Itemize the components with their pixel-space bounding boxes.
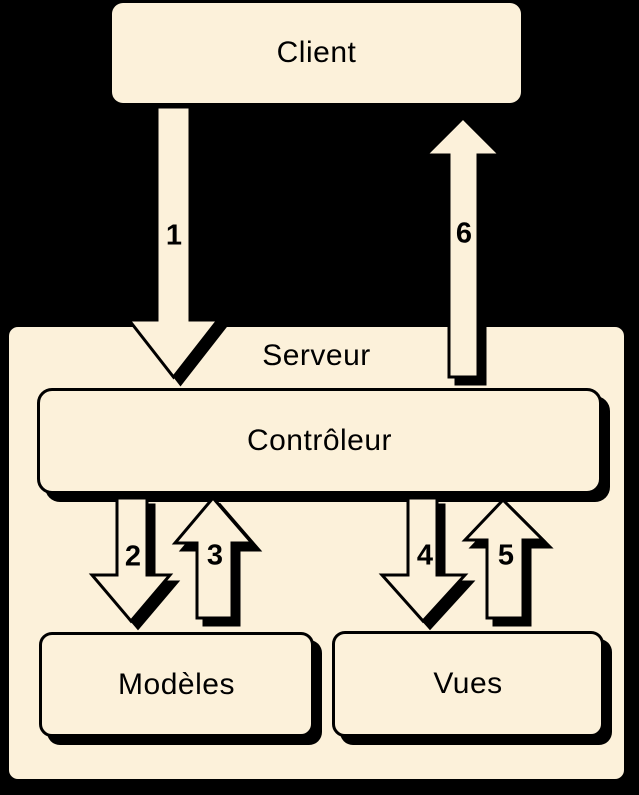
arrow-3-number: 3 <box>206 539 224 572</box>
arrow-5-number: 5 <box>497 539 515 572</box>
server-container-box: Serveur Contrôleur Modèles Vues <box>5 323 628 783</box>
arrow-6-number: 6 <box>455 217 473 250</box>
controller-label: Contrôleur <box>246 424 393 457</box>
views-box: Vues <box>332 631 604 737</box>
arrow-1-number: 1 <box>165 219 183 252</box>
arrow-4-number: 4 <box>416 539 434 572</box>
client-box: Client <box>112 3 521 103</box>
server-label: Serveur <box>262 339 371 372</box>
models-label: Modèles <box>118 667 235 701</box>
controller-box: Contrôleur <box>37 388 602 494</box>
views-label: Vues <box>433 667 503 700</box>
client-label: Client <box>276 36 357 69</box>
models-box: Modèles <box>39 632 314 737</box>
arrow-2-number: 2 <box>124 540 142 573</box>
